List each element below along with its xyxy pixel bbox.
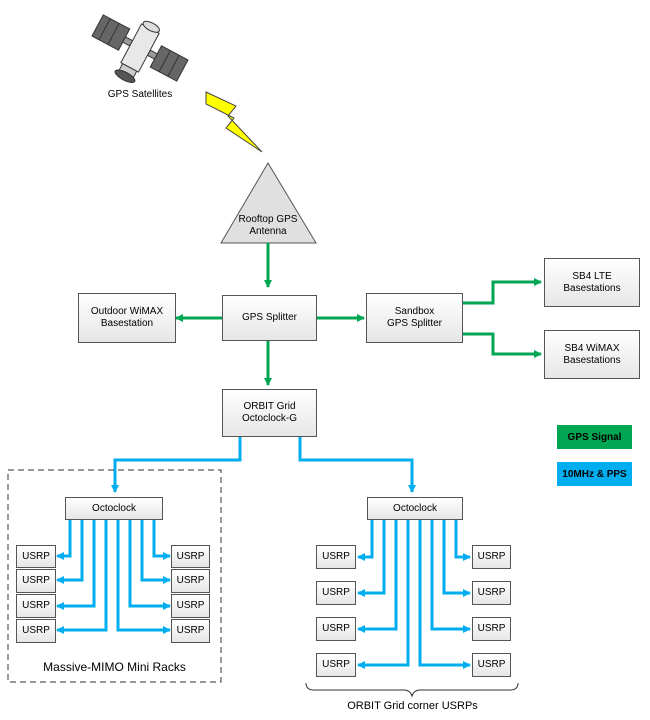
timing-lines bbox=[56, 437, 471, 669]
legend-gps-signal: GPS Signal bbox=[557, 425, 632, 449]
usrp-grid-right-3: USRP bbox=[472, 617, 511, 641]
grid-brace bbox=[305, 682, 519, 698]
usrp-rack-right-2: USRP bbox=[171, 569, 210, 593]
usrp-grid-right-4: USRP bbox=[472, 653, 511, 677]
satellite-icon bbox=[91, 14, 189, 84]
usrp-rack-right-3: USRP bbox=[171, 594, 210, 618]
usrp-rack-left-4: USRP bbox=[16, 619, 56, 643]
grid-corner-caption: ORBIT Grid corner USRPs bbox=[347, 700, 478, 712]
usrp-grid-right-2: USRP bbox=[472, 581, 511, 605]
gps-signal-lines bbox=[175, 243, 542, 386]
gps-satellites-label: GPS Satellites bbox=[107, 89, 173, 100]
usrp-rack-right-4: USRP bbox=[171, 619, 210, 643]
gps-splitter-box: GPS Splitter bbox=[222, 295, 317, 341]
legend-timing: 10MHz & PPS bbox=[557, 462, 632, 486]
octoclock-right-box: Octoclock bbox=[367, 497, 463, 520]
usrp-grid-left-3: USRP bbox=[316, 617, 356, 641]
usrp-rack-right-1: USRP bbox=[171, 545, 210, 568]
octoclock-left-box: Octoclock bbox=[65, 497, 163, 520]
usrp-rack-left-3: USRP bbox=[16, 594, 56, 618]
usrp-grid-right-1: USRP bbox=[472, 545, 511, 569]
usrp-grid-left-1: USRP bbox=[316, 545, 356, 569]
usrp-grid-left-4: USRP bbox=[316, 653, 356, 677]
lightning-bolt-icon bbox=[205, 91, 263, 153]
usrp-grid-left-2: USRP bbox=[316, 581, 356, 605]
mini-racks-border bbox=[7, 469, 222, 683]
usrp-rack-left-1: USRP bbox=[16, 545, 56, 568]
mini-racks-caption: Massive-MIMO Mini Racks bbox=[43, 660, 186, 674]
usrp-rack-left-2: USRP bbox=[16, 569, 56, 593]
